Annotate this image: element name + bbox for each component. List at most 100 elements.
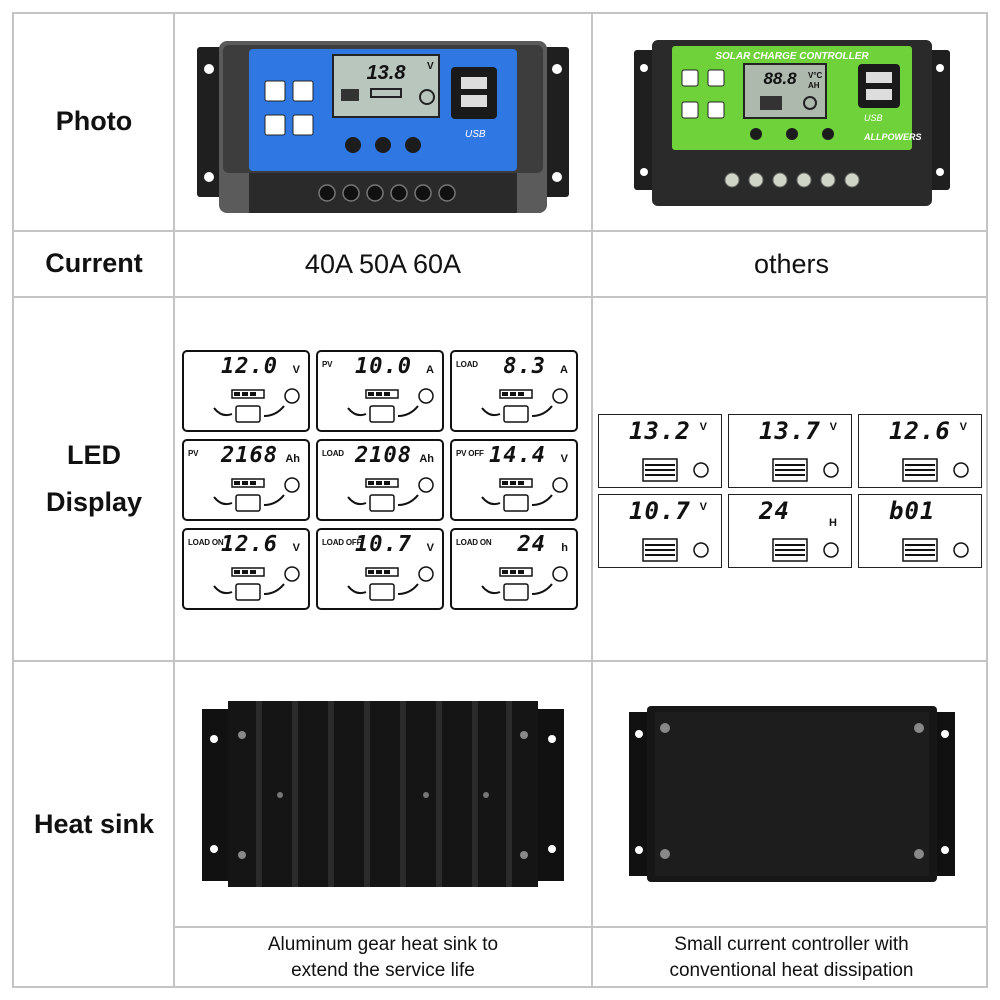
led-panel: 12.6 V <box>858 414 982 488</box>
led-panel-status-icons <box>481 566 568 601</box>
led-panel: 13.7 V <box>728 414 852 488</box>
photo-right-banner: SOLAR CHARGE CONTROLLER <box>715 51 869 62</box>
led-panel-mode-tag: PV <box>322 360 333 369</box>
led-panel-status-icons <box>481 477 568 512</box>
led-panel-unit: V <box>699 501 707 513</box>
photo-right-brand: ALLPOWERS <box>863 132 922 142</box>
photo-right-cell: SOLAR CHARGE CONTROLLER 88.8 V°C AH USB … <box>593 14 990 230</box>
led-panel-value: 10.7 <box>355 532 412 557</box>
led-panel-status-icons <box>902 458 969 482</box>
led-panel: LOAD 8.3 A <box>450 350 578 432</box>
led-panel-unit: Ah <box>285 453 300 465</box>
photo-right-lcd-unit-bottom: AH <box>808 81 820 90</box>
caption-right-line2: conventional heat dissipation <box>669 960 914 981</box>
led-panel: LOAD ON 24 h <box>450 528 578 610</box>
led-panel: b01 <box>858 494 982 568</box>
led-panel-unit: V <box>560 453 568 465</box>
row-divider <box>14 660 986 662</box>
row-label-led-display: LED Display <box>14 298 174 660</box>
column-divider <box>591 14 593 986</box>
led-panel-unit: V <box>699 421 707 433</box>
led-panel-value: 12.0 <box>221 354 278 379</box>
aluminum-heatsink-photo <box>202 701 564 887</box>
caption-left-line1: Aluminum gear heat sink to <box>267 934 499 956</box>
photo-left-lcd-unit: V <box>427 61 434 72</box>
led-panel-value: b01 <box>889 497 936 525</box>
photo-right-usb-label: USB <box>864 113 883 123</box>
row-divider <box>174 926 986 928</box>
led-panel-value: 24 <box>517 532 546 557</box>
led-panel-mode-tag: LOAD ON <box>188 538 224 547</box>
led-panel-value: 10.0 <box>355 354 412 379</box>
row-label-led-line2: Display <box>45 487 143 517</box>
led-panel: LOAD 2108 Ah <box>316 439 444 521</box>
led-panel-unit: Ah <box>419 453 434 465</box>
led-panel-unit: V <box>292 542 300 554</box>
photo-left-usb-label: USB <box>465 129 486 140</box>
led-panel-status-icons <box>347 477 434 512</box>
led-panel: 13.2 V <box>598 414 722 488</box>
led-panel-unit: V <box>829 421 837 433</box>
led-panel-value: 13.7 <box>759 417 821 445</box>
led-panel: PV 2168 Ah <box>182 439 310 521</box>
heatsink-left-cell <box>175 662 591 926</box>
led-panel-status-icons <box>213 566 300 601</box>
led-panel-mode-tag: LOAD <box>322 449 344 458</box>
green-controller-photo: SOLAR CHARGE CONTROLLER 88.8 V°C AH USB … <box>633 40 950 206</box>
led-panel-status-icons <box>213 388 300 423</box>
row-label-current: Current <box>45 248 143 279</box>
led-panel-mode-tag: LOAD OFF <box>322 538 362 547</box>
led-panel: PV 10.0 A <box>316 350 444 432</box>
led-panel-value: 8.3 <box>503 354 546 379</box>
led-panel-status-icons <box>213 477 300 512</box>
conventional-heatsink-photo <box>628 706 955 882</box>
led-panel-mode-tag: PV <box>188 449 199 458</box>
led-panel: PV OFF 14.4 V <box>450 439 578 521</box>
led-panel-value: 2108 <box>355 443 412 468</box>
led-panel-mode-tag: LOAD <box>456 360 478 369</box>
current-right: others <box>753 248 830 279</box>
row-divider <box>14 296 986 298</box>
led-panel: 10.7 V <box>598 494 722 568</box>
led-panel-unit: V <box>426 542 434 554</box>
led-panel-value: 12.6 <box>221 532 278 557</box>
led-panel-unit: A <box>426 364 434 376</box>
led-panel-status-icons <box>772 458 839 482</box>
led-panel-status-icons <box>481 388 568 423</box>
row-divider <box>14 230 986 232</box>
led-panel-mode-tag: PV OFF <box>456 449 484 458</box>
photo-left-cell: 13.8 V USB <box>175 14 591 230</box>
photo-right-lcd-unit-top: V°C <box>808 71 823 80</box>
row-label-led-line1: LED <box>67 439 121 470</box>
led-panel-unit: V <box>959 421 967 433</box>
led-panel-status-icons <box>772 538 839 562</box>
led-panel-status-icons <box>642 538 709 562</box>
led-panel-value: 10.7 <box>629 497 691 525</box>
led-panel: 12.0 V <box>182 350 310 432</box>
column-divider <box>173 14 175 986</box>
row-label-heat-sink: Heat sink <box>33 809 155 840</box>
led-panel-status-icons <box>347 566 434 601</box>
caption-left: Aluminum gear heat sink to extend the se… <box>175 928 591 988</box>
led-panel-unit: V <box>292 364 300 376</box>
led-panel-value: 24 <box>759 497 790 525</box>
led-panel-value: 12.6 <box>889 417 951 445</box>
led-panel-value: 13.2 <box>629 417 691 445</box>
heatsink-right-cell <box>593 662 990 926</box>
photo-left-lcd-value: 13.8 <box>367 62 407 84</box>
row-label-photo: Photo <box>55 106 133 137</box>
led-panel-unit: A <box>560 364 568 376</box>
led-panel-value: 14.4 <box>489 443 546 468</box>
led-panel-unit: h <box>561 542 568 554</box>
led-panel-status-icons <box>902 538 969 562</box>
led-panel-value: 2168 <box>221 443 278 468</box>
led-panel-mode-tag: LOAD ON <box>456 538 492 547</box>
caption-left-line2: extend the service life <box>291 960 475 981</box>
photo-right-lcd-value: 88.8 <box>763 69 797 88</box>
comparison-table: Photo Current LED Display Heat sink 13.8… <box>12 12 988 988</box>
